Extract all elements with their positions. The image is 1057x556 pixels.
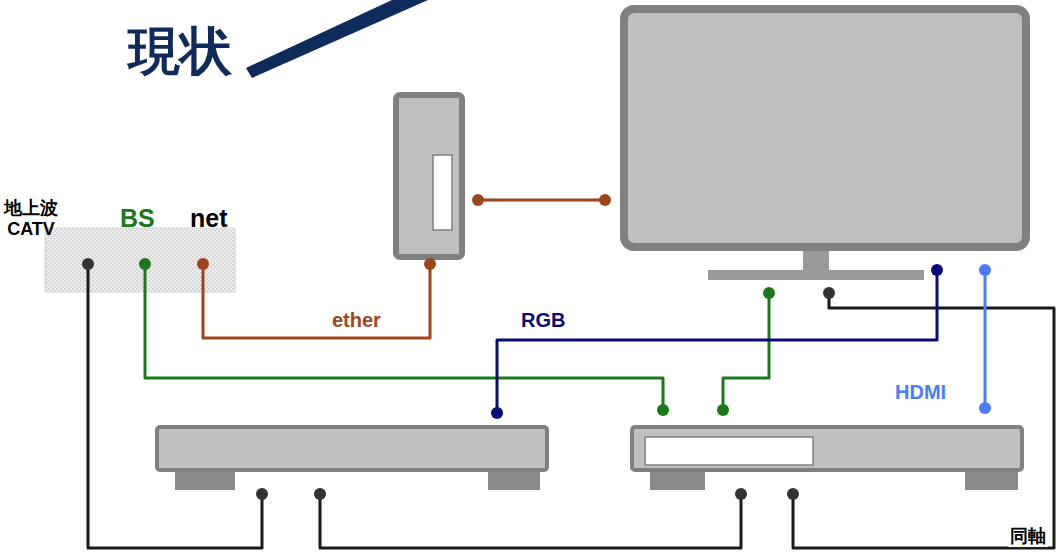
tv-stand-base bbox=[708, 270, 924, 280]
coax-cable bbox=[793, 293, 1054, 548]
ether-cable bbox=[203, 264, 430, 338]
ether-cable bbox=[478, 199, 605, 202]
wall-panel bbox=[45, 228, 235, 292]
hdmi-cable bbox=[984, 270, 987, 408]
signal-name: BS bbox=[120, 204, 155, 233]
cable-label: HDMI bbox=[893, 381, 948, 404]
title-stroke bbox=[246, 0, 428, 78]
rgb-cable bbox=[497, 270, 937, 413]
bs-cable bbox=[145, 264, 663, 410]
cable-label: ether bbox=[330, 309, 383, 332]
recorder-foot bbox=[650, 472, 705, 490]
recorder-display bbox=[645, 437, 813, 465]
bs-cable bbox=[723, 293, 769, 410]
coax-cable bbox=[88, 264, 262, 548]
jacks bbox=[82, 194, 991, 500]
tuner-foot bbox=[175, 472, 235, 490]
recorder-box bbox=[632, 427, 1022, 470]
cable-label: 同軸 bbox=[1008, 526, 1048, 547]
signal-name: 地上波 CATV bbox=[4, 198, 58, 239]
tuner-box bbox=[157, 427, 547, 470]
pc-tower bbox=[396, 95, 462, 257]
wall-outlet-panel: 地上波 CATV BS net bbox=[4, 190, 236, 294]
pc-drive-slot bbox=[433, 155, 452, 230]
tuner-foot bbox=[488, 472, 540, 490]
recorder-foot bbox=[965, 472, 1018, 490]
signal-name: net bbox=[190, 204, 228, 233]
cable-label: RGB bbox=[519, 309, 567, 332]
tv-screen bbox=[624, 9, 1026, 247]
page-title: 現状 bbox=[128, 22, 232, 82]
coax-cable bbox=[320, 494, 741, 548]
tv-stand-neck bbox=[803, 251, 829, 270]
